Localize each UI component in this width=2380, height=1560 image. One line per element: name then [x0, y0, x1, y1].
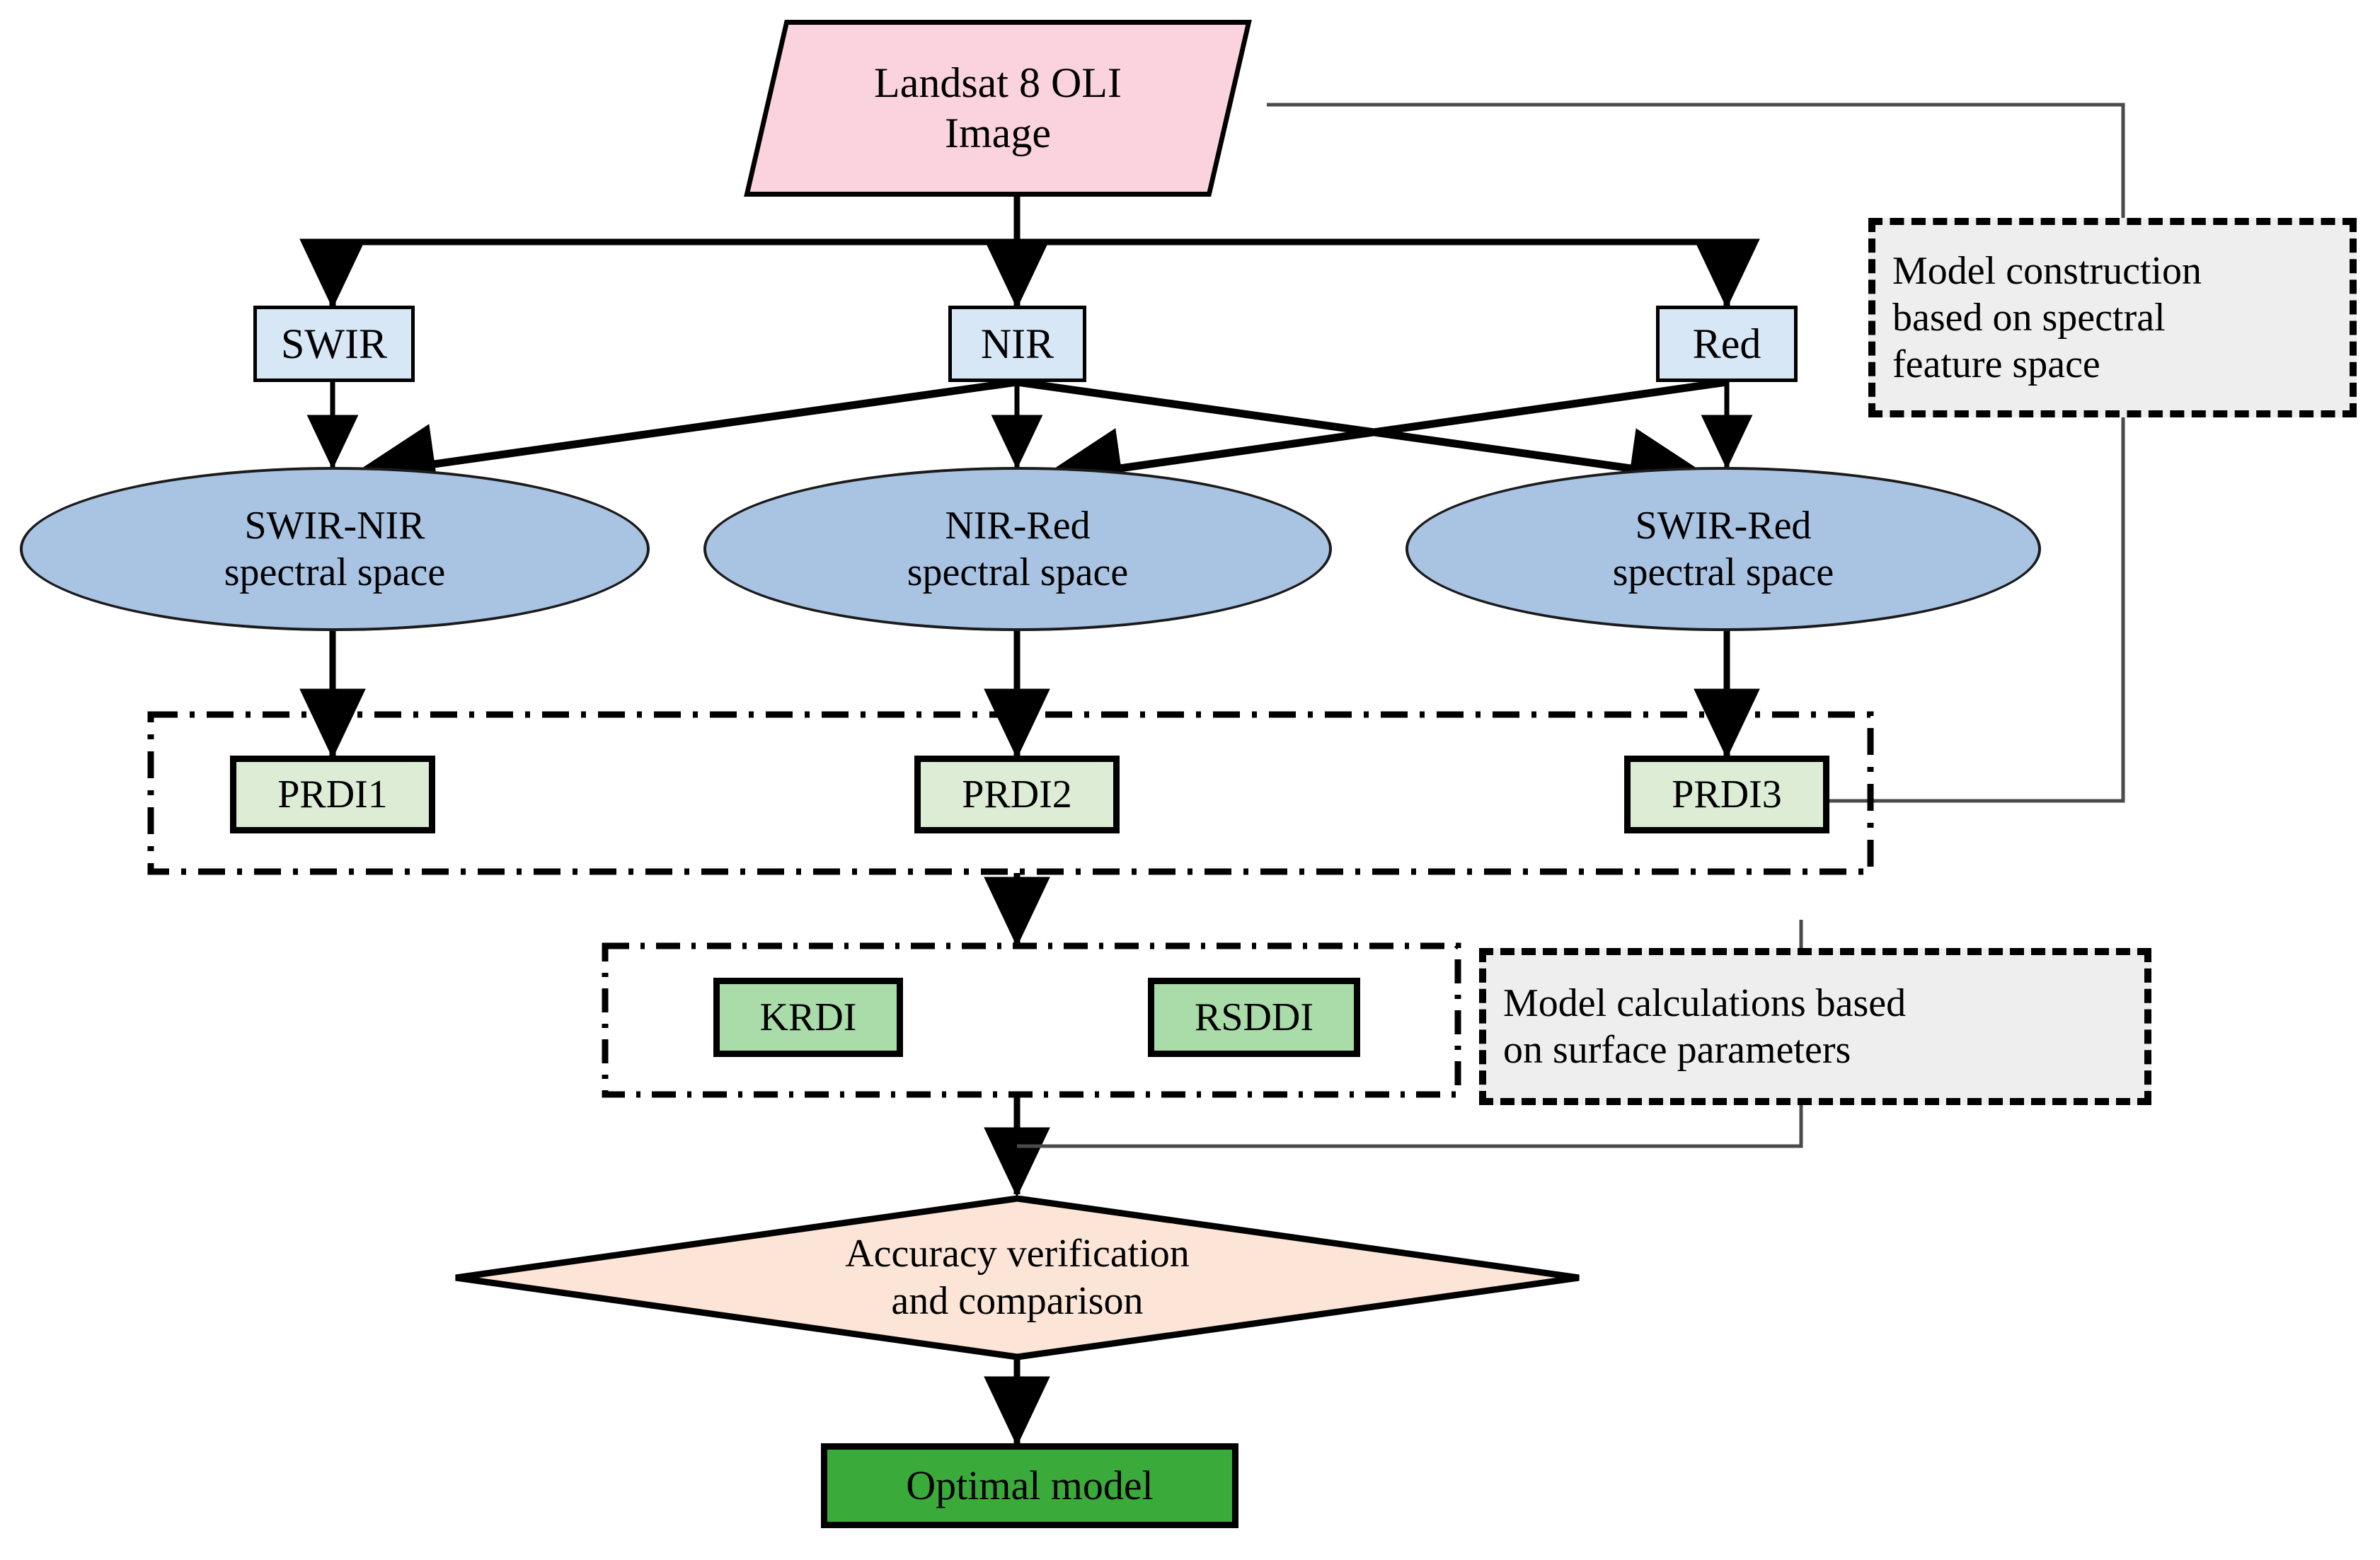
spectral-space-nir-red-label: NIR-Red spectral space — [907, 503, 1129, 594]
spectral-space-swir-nir[interactable]: SWIR-NIR spectral space — [20, 467, 650, 631]
edge-red-to-nirred — [1036, 378, 1727, 509]
annotation-model-construction: Model construction based on spectral fea… — [1868, 218, 2357, 417]
result-box-optimal-model[interactable]: Optimal model — [821, 1443, 1238, 1528]
calc-group-box — [602, 942, 1461, 1098]
index-label-prdi3: PRDI3 — [1672, 772, 1782, 816]
decision-node-accuracy[interactable]: Accuracy verification and comparison — [453, 1195, 1582, 1360]
spectral-space-swir-red-label: SWIR-Red spectral space — [1612, 503, 1834, 594]
decision-node-label: Accuracy verification and comparison — [845, 1231, 1190, 1323]
band-box-nir[interactable]: NIR — [948, 306, 1086, 382]
band-box-swir[interactable]: SWIR — [253, 306, 415, 382]
annotation-model-construction-text: Model construction based on spectral fea… — [1892, 248, 2202, 387]
edge-nir-to-swirnir — [350, 378, 1018, 504]
index-box-prdi1[interactable]: PRDI1 — [230, 756, 435, 833]
band-label-swir: SWIR — [281, 320, 387, 367]
prdi-group-box — [147, 711, 1874, 875]
spectral-space-nir-red[interactable]: NIR-Red spectral space — [703, 467, 1332, 631]
index-box-prdi3[interactable]: PRDI3 — [1624, 756, 1829, 833]
index-label-prdi2: PRDI2 — [962, 772, 1072, 816]
index-label-rsddi: RSDDI — [1194, 995, 1314, 1039]
index-box-rsddi[interactable]: RSDDI — [1148, 978, 1360, 1057]
decision-diamond-shape — [455, 1195, 1580, 1360]
band-label-nir: NIR — [980, 320, 1054, 367]
annotation-model-calculations: Model calculations based on surface para… — [1479, 948, 2151, 1105]
result-label-optimal-model: Optimal model — [906, 1462, 1154, 1508]
source-node-line2: Image — [945, 110, 1051, 156]
source-node-label: Landsat 8 OLI Image — [874, 58, 1122, 158]
index-label-prdi1: PRDI1 — [277, 772, 388, 816]
annotation-model-calculations-text: Model calculations based on surface para… — [1503, 981, 1907, 1072]
band-box-red[interactable]: Red — [1656, 306, 1798, 382]
index-label-krdi: KRDI — [759, 995, 857, 1039]
source-node-line1: Landsat 8 OLI — [874, 59, 1122, 107]
edge-source-to-bands — [299, 196, 1760, 309]
band-label-red: Red — [1692, 320, 1761, 367]
index-box-krdi[interactable]: KRDI — [713, 978, 903, 1057]
spectral-space-swir-red[interactable]: SWIR-Red spectral space — [1405, 467, 2041, 631]
source-node-landsat-image[interactable]: Landsat 8 OLI Image — [744, 20, 1252, 197]
spectral-space-swir-nir-label: SWIR-NIR spectral space — [224, 503, 446, 594]
index-box-prdi2[interactable]: PRDI2 — [914, 756, 1120, 833]
bracket-model-construction — [1267, 103, 2125, 803]
bracket-model-calculations — [1017, 920, 1803, 1148]
